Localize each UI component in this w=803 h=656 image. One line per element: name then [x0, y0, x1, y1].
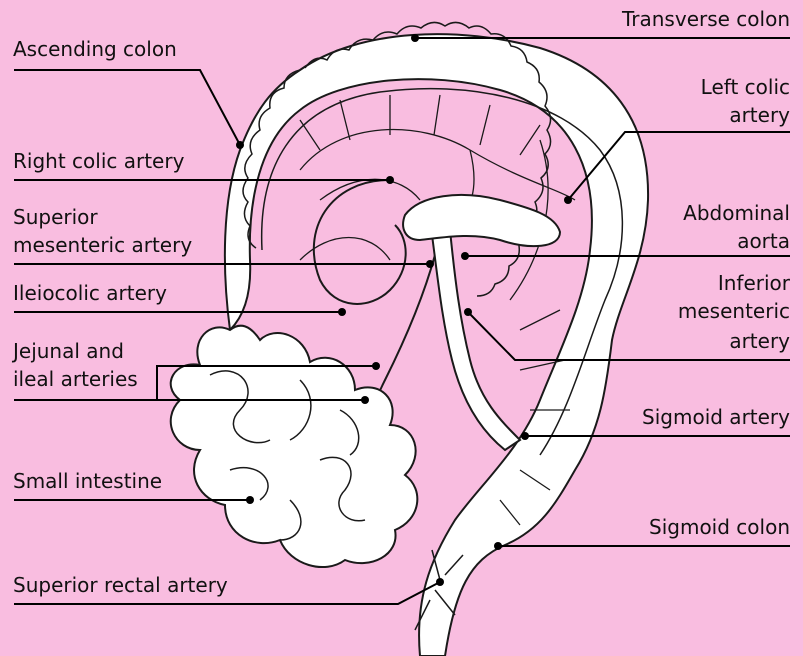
pancreas	[403, 195, 560, 246]
label-inferior-mesenteric-2: mesenteric	[678, 298, 790, 324]
label-abdominal-aorta-1: Abdominal	[683, 200, 790, 226]
label-transverse-colon: Transverse colon	[622, 6, 790, 32]
label-ascending-colon: Ascending colon	[13, 36, 177, 62]
label-superior-mesenteric-2: mesenteric artery	[13, 232, 192, 258]
label-superior-rectal-artery: Superior rectal artery	[13, 572, 228, 598]
label-left-colic-1: Left colic	[701, 74, 790, 100]
label-jejunal-2: ileal arteries	[13, 366, 138, 392]
label-abdominal-aorta-2: aorta	[737, 228, 790, 254]
label-right-colic-artery: Right colic artery	[13, 148, 184, 174]
small-intestine-coils	[171, 326, 418, 567]
label-sigmoid-colon: Sigmoid colon	[649, 514, 790, 540]
label-superior-mesenteric-1: Superior	[13, 204, 98, 230]
abdominal-aorta-shape	[432, 230, 520, 450]
label-left-colic-2: artery	[729, 102, 790, 128]
label-inferior-mesenteric-3: artery	[729, 328, 790, 354]
label-small-intestine: Small intestine	[13, 468, 162, 494]
label-sigmoid-artery: Sigmoid artery	[642, 404, 790, 430]
leader-ascending-colon	[14, 70, 240, 145]
label-ileocolic-artery: Ileiocolic artery	[13, 280, 167, 306]
label-inferior-mesenteric-1: Inferior	[718, 270, 790, 296]
label-jejunal-1: Jejunal and	[13, 338, 124, 364]
